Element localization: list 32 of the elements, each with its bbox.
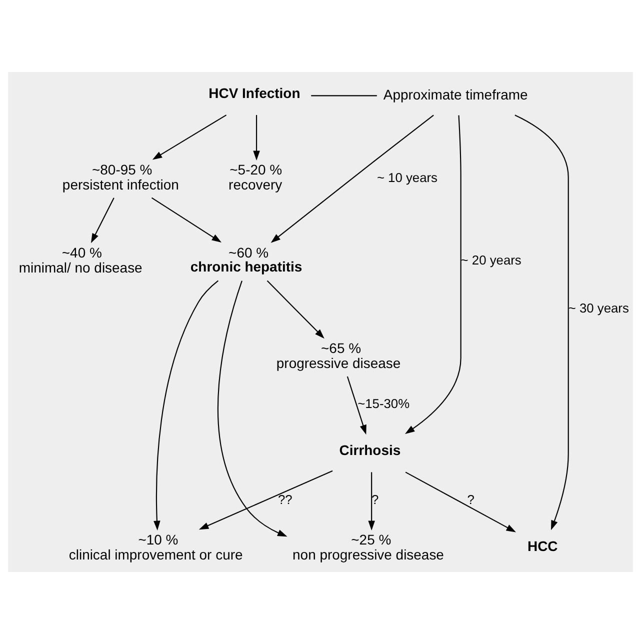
arrow bbox=[270, 114, 434, 242]
arrow bbox=[405, 471, 516, 532]
node-text: HCV Infection bbox=[208, 84, 300, 101]
arrow bbox=[90, 197, 114, 243]
edge-label: ? bbox=[372, 491, 379, 506]
arrow bbox=[198, 470, 333, 530]
edge-label: ? bbox=[467, 491, 474, 506]
node-text: ~40 % minimal/ no disease bbox=[18, 244, 142, 275]
node-text: Approximate timeframe bbox=[383, 86, 528, 102]
arrow bbox=[514, 114, 569, 530]
edge-label: ~15-30% bbox=[358, 396, 410, 411]
arrow bbox=[346, 376, 366, 434]
node-text: ~5-20 % recovery bbox=[228, 161, 282, 192]
arrow bbox=[253, 114, 260, 160]
node-text: Cirrhosis bbox=[339, 442, 401, 458]
arrow bbox=[266, 280, 324, 338]
connector bbox=[311, 94, 377, 96]
edge-label: ?? bbox=[278, 491, 292, 506]
node-text: ~10 % clinical improvement or cure bbox=[68, 530, 243, 562]
arrow bbox=[154, 280, 219, 530]
node-text: ~25 % non progressive disease bbox=[292, 530, 444, 562]
arrow bbox=[217, 280, 288, 536]
edge-label: ~ 10 years bbox=[376, 169, 438, 184]
node-text: ~60 % chronic hepatitis bbox=[190, 244, 302, 274]
arrow bbox=[152, 114, 227, 160]
arrow bbox=[368, 472, 375, 530]
arrow bbox=[404, 114, 462, 434]
node-text: HCC bbox=[527, 537, 558, 554]
node-text: ~80-95 % persistent infection bbox=[62, 161, 179, 192]
arrow bbox=[151, 196, 222, 242]
edge-label: ~ 30 years bbox=[568, 300, 629, 315]
node-text: ~65 % progressive disease bbox=[276, 340, 401, 371]
